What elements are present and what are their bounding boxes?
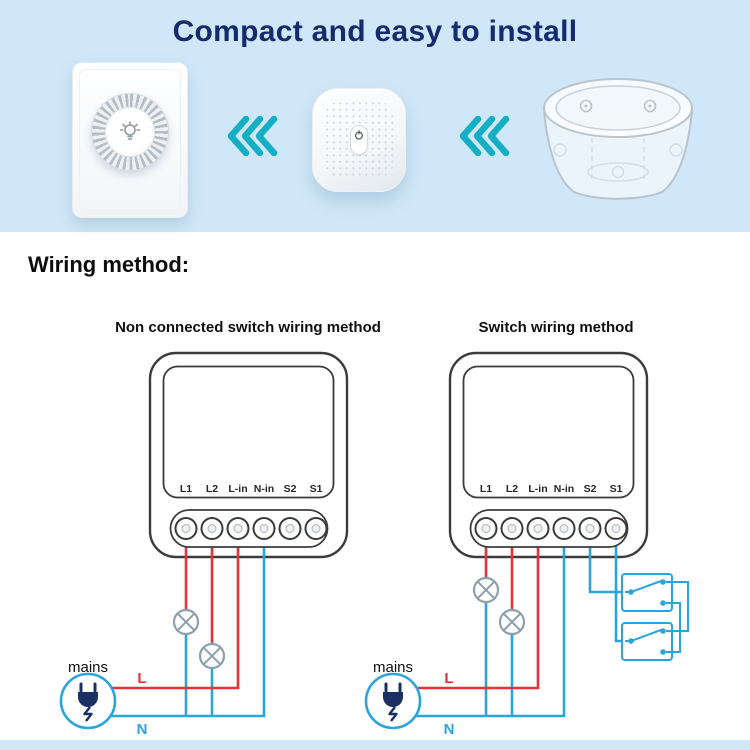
- terminal-label: L1: [480, 483, 492, 495]
- mains-supply: mains: [364, 659, 422, 730]
- bulb-icon: [119, 121, 141, 140]
- diagram-non-connected: Non connected switch wiring method L1 L2…: [59, 319, 381, 738]
- wiring-heading: Wiring method:: [28, 252, 190, 277]
- diagram-switch-wiring: Switch wiring method: [364, 319, 689, 738]
- terminal-label: L2: [206, 483, 218, 495]
- diagram-title: Switch wiring method: [478, 319, 633, 336]
- terminal-label: L-in: [228, 483, 247, 495]
- chevron-left-icon: [460, 116, 510, 156]
- junction-box-image: [543, 78, 693, 200]
- chevron-left-icon: [228, 116, 278, 156]
- dimmer-switch-image: [72, 62, 188, 218]
- wiring-diagrams: Non connected switch wiring method L1 L2…: [59, 319, 689, 738]
- module-button: [350, 125, 368, 155]
- terminal-label: N-in: [554, 483, 574, 495]
- wall-switches: [621, 573, 689, 661]
- terminal-label: L1: [180, 483, 192, 495]
- terminal-block: [469, 509, 629, 548]
- terminal-block: [169, 509, 329, 548]
- page-title: Compact and easy to install: [172, 15, 578, 48]
- lamp-icon: [172, 608, 200, 636]
- smart-module-image: [312, 88, 406, 192]
- terminal-label: S2: [284, 483, 297, 495]
- terminal-label: L2: [506, 483, 518, 495]
- neutral-label: N: [137, 721, 148, 738]
- left-diagram-wires: [110, 532, 266, 718]
- switch-icon: [621, 573, 673, 612]
- terminal-label: S1: [610, 483, 623, 495]
- lamp-icon: [498, 608, 526, 636]
- right-diagram-wires: [415, 532, 628, 718]
- power-icon: [354, 130, 364, 140]
- live-label: L: [444, 670, 453, 687]
- lamp-icon: [472, 576, 500, 604]
- diagram-title: Non connected switch wiring method: [115, 319, 381, 336]
- terminal-label: S1: [310, 483, 323, 495]
- mains-supply: mains: [59, 659, 117, 730]
- bottom-accent-strip: [0, 740, 750, 750]
- terminal-label: S2: [584, 483, 597, 495]
- terminal-labels: L1 L2 L-in N-in S2 S1: [480, 483, 623, 495]
- neutral-label: N: [444, 721, 455, 738]
- dimmer-knob-cap: [105, 107, 155, 157]
- mains-label: mains: [68, 659, 108, 676]
- dimmer-knob: [92, 94, 168, 170]
- terminal-labels: L1 L2 L-in N-in S2 S1: [180, 483, 323, 495]
- lamp-icon: [198, 642, 226, 670]
- terminal-label: L-in: [528, 483, 547, 495]
- hero-banner: Compact and easy to install: [0, 0, 750, 232]
- terminal-label: N-in: [254, 483, 274, 495]
- mains-label: mains: [373, 659, 413, 676]
- live-label: L: [137, 670, 146, 687]
- switch-icon: [621, 622, 673, 661]
